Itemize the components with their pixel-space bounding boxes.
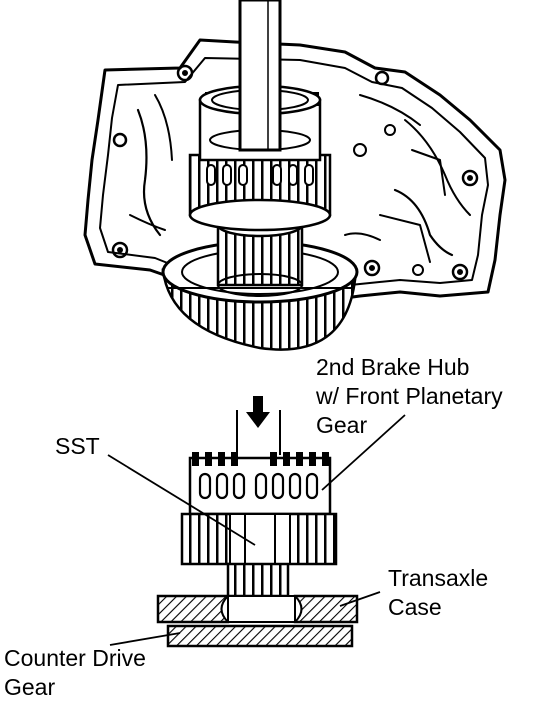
sst-guide-lines	[236, 410, 281, 455]
sst-shaft-top	[238, 0, 282, 152]
brake-hub-label-line-1: 2nd Brake Hub	[316, 354, 470, 380]
transaxle-housing	[83, 38, 507, 302]
transaxle-case-section	[156, 594, 359, 624]
brake-hub-label: 2nd Brake Hub w/ Front Planetary Gear	[316, 353, 503, 440]
sst-label: SST	[55, 433, 100, 459]
leader-lines	[107, 414, 406, 646]
press-arrow	[246, 396, 270, 428]
transaxle-case-label: Transaxle Case	[388, 564, 488, 622]
brake-hub-label-line-3: Gear	[316, 412, 368, 438]
brake-hub-section	[180, 452, 338, 598]
counter-drive-gear-label-line-1: Counter Drive	[4, 645, 146, 671]
transaxle-case-label-line-2: Case	[388, 594, 442, 620]
counter-drive-gear-section	[166, 624, 354, 648]
counter-drive-gear-label-line-2: Gear	[4, 674, 56, 700]
transaxle-case-label-line-1: Transaxle	[388, 565, 489, 591]
counter-drive-gear-label: Counter Drive Gear	[4, 644, 146, 702]
brake-hub-label-line-2: w/ Front Planetary	[316, 383, 503, 409]
